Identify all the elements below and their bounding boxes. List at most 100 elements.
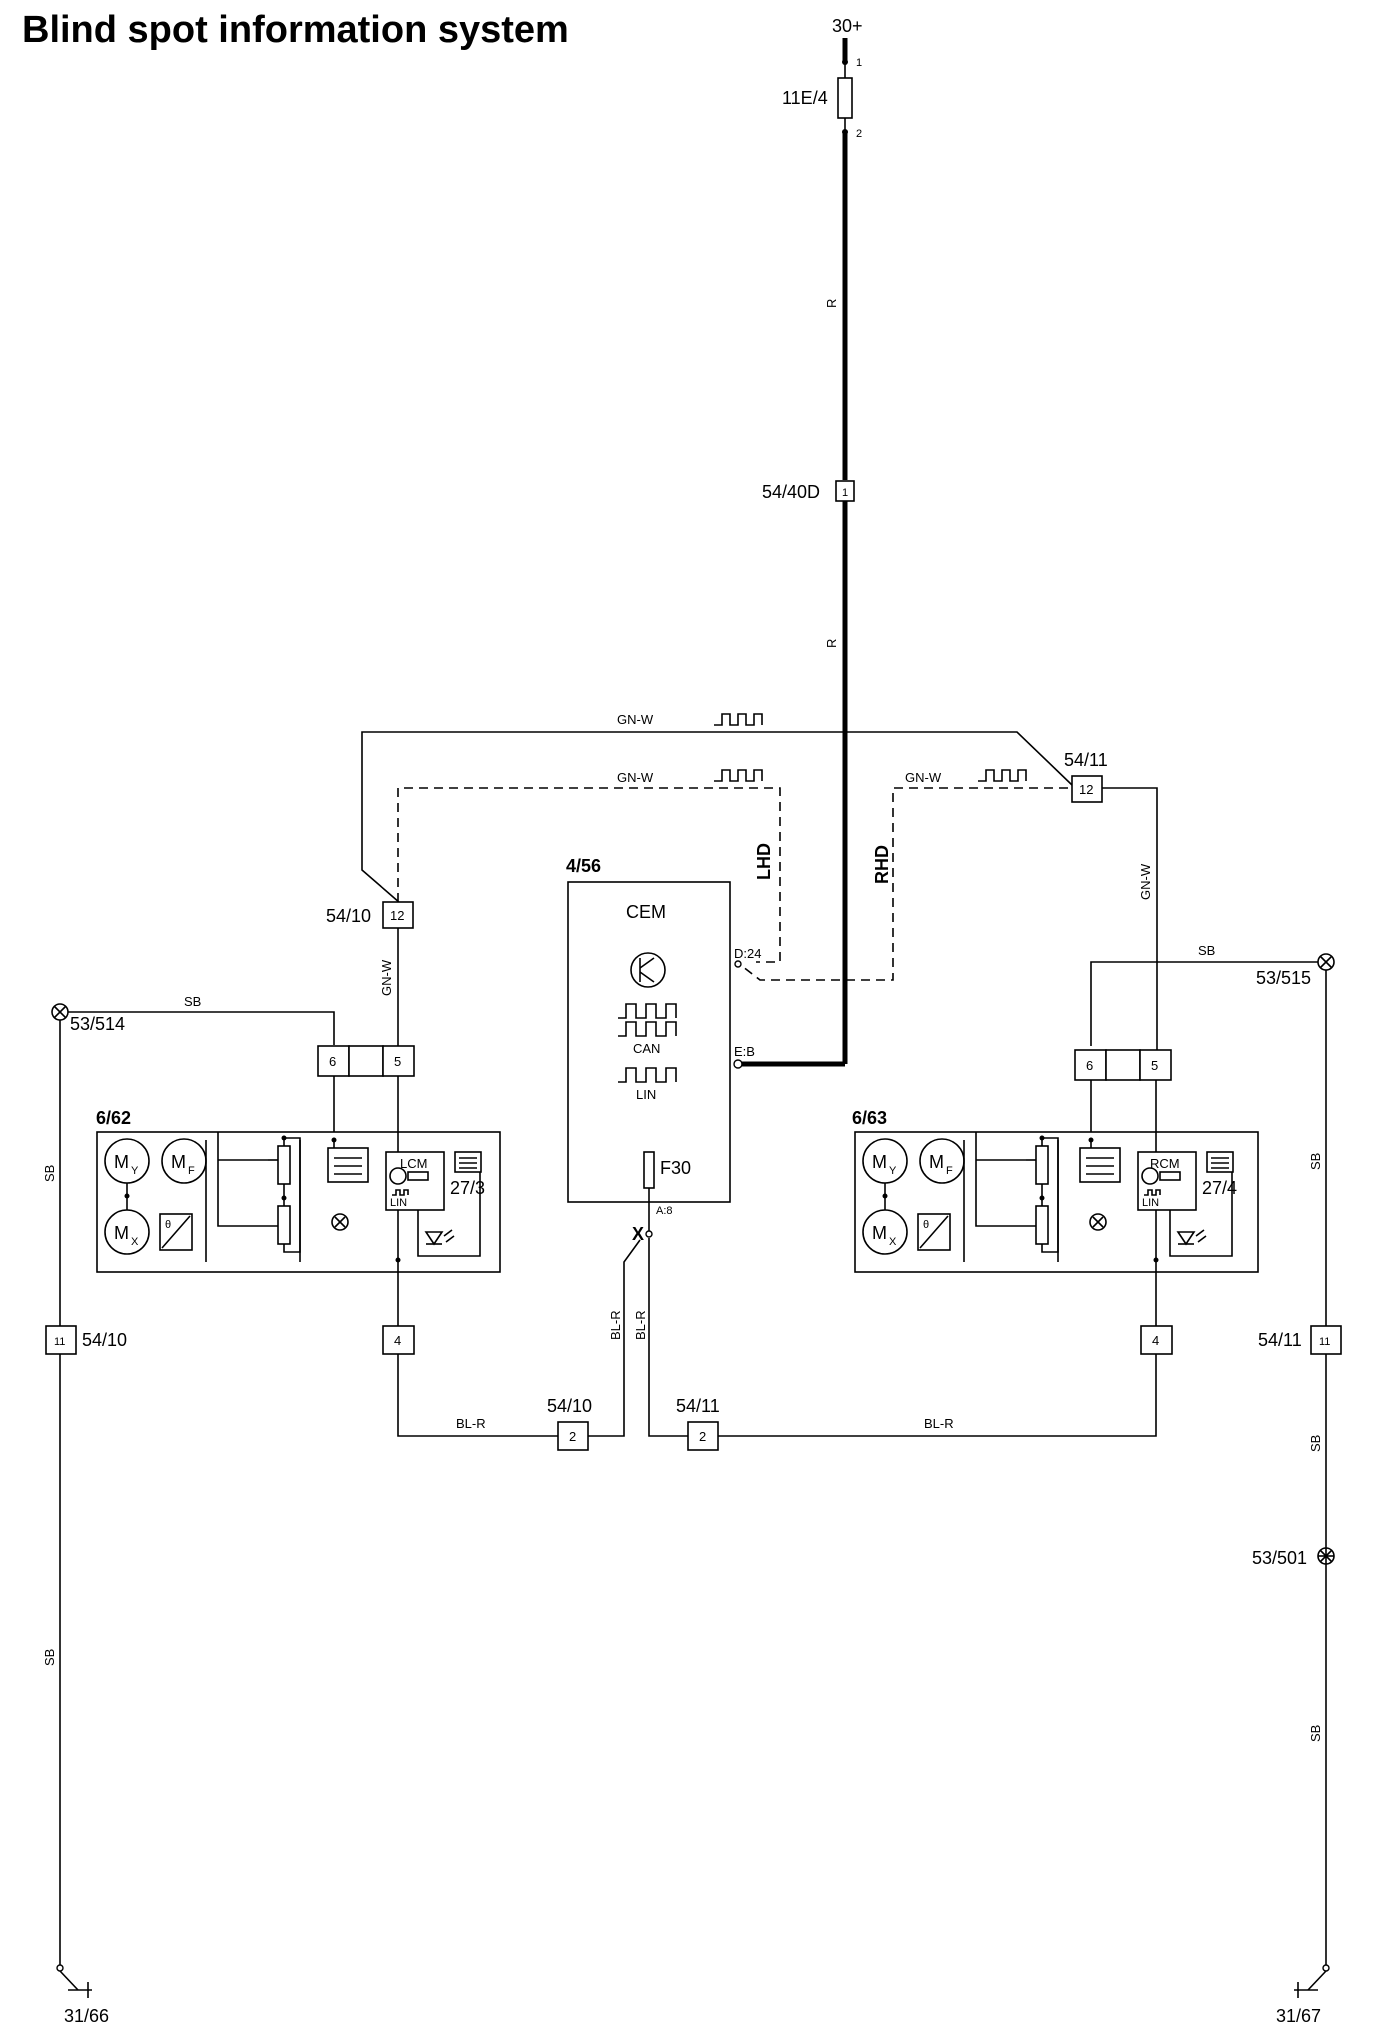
cem-name: CEM [626,902,666,922]
heater-right-icon [1079,1137,1121,1183]
ground-53-514-label: 53/514 [70,1014,125,1034]
svg-text:X: X [131,1236,139,1248]
wire-color-gnw-top: GN-W [617,712,654,727]
gnw-dashed-rhd [741,787,1068,981]
left-pot-feed [217,1132,278,1227]
sensor-27-3-icon [454,1151,482,1173]
ground-53-515-label: 53/515 [1256,968,1311,988]
rcm-lin-label: LIN [1142,1197,1159,1209]
cem-id: 4/56 [566,856,601,876]
ground-53-501-label: 53/501 [1252,1548,1307,1568]
module-6-62-id: 6/62 [96,1108,131,1128]
cem-can-label: CAN [633,1041,660,1056]
cem-pin-eb-dot [733,1059,743,1069]
connector-right-4 [1140,1325,1173,1355]
ground-31-67-label: 31/67 [1276,2006,1321,2026]
connector-54-11-12-pin: 12 [1079,782,1093,797]
ground-31-66-icon [56,1964,92,1998]
sensor-27-4-icon [1206,1151,1234,1173]
variant-rhd: RHD [872,845,892,884]
fuse-pin2-label: 2 [856,128,862,140]
connector-54-40d-pin: 1 [842,487,848,499]
connector-left-6-pin: 6 [329,1054,336,1069]
connector-right-blank [1105,1049,1141,1081]
connector-left-5 [382,1045,415,1077]
svg-text:M: M [114,1223,129,1243]
connector-54-11-2-label: 54/11 [676,1396,720,1416]
wire-color-r2: R [824,639,839,648]
fuse-f30-label: F30 [660,1158,691,1178]
left-led-loop [417,1172,481,1257]
svg-text:M: M [872,1223,887,1243]
connector-right-11 [1310,1325,1342,1355]
connector-54-11-2-pin: 2 [699,1429,706,1444]
wire-color-gnw-right: GN-W [1138,863,1153,900]
blr-wire-right [718,1353,1157,1437]
svg-text:F: F [188,1165,195,1177]
svg-text:Y: Y [131,1165,139,1177]
connector-54-11-2 [687,1421,719,1451]
cem-pin-d24-dot [734,960,742,968]
wire-color-gnw-left: GN-W [379,959,394,996]
wire-color-r1: R [824,299,839,308]
connector-right-11-label: 54/11 [1258,1330,1302,1350]
connector-left-4-pin: 4 [394,1333,401,1348]
sensor-27-3-label: 27/3 [450,1178,485,1198]
connector-left-11-label: 54/10 [82,1330,127,1350]
right-motor-node [882,1193,888,1199]
connector-left-blank [348,1045,384,1077]
module-6-63-box [854,1131,1259,1273]
page-title: Blind spot information system [22,9,569,51]
rcm-label: RCM [1150,1156,1180,1171]
can-signal-icon-1 [618,1003,677,1019]
svg-text:M: M [872,1152,887,1172]
cem-pin-a8: A:8 [656,1205,673,1217]
cem-pin-d24: D:24 [734,946,761,961]
supply-label: 30+ [832,16,863,36]
right-pot-feed [975,1132,1036,1227]
wire-color-sb-right-2: SB [1308,1435,1323,1452]
ground-53-515-icon [1317,953,1335,971]
fuse-f30 [643,1151,655,1189]
svg-text:Y: Y [889,1165,897,1177]
connector-right-5-pin: 5 [1151,1058,1158,1073]
svg-text:θ: θ [923,1219,929,1231]
led-left-icon [424,1229,455,1246]
connector-54-10-2-label: 54/10 [547,1396,592,1416]
wire-color-sb-left-1: SB [42,1165,57,1182]
cem-box [567,881,731,1203]
connector-left-11-pin: 11 [54,1336,65,1348]
blr-wire-left [397,1353,558,1437]
motor-mx-left-icon: M X [104,1209,150,1255]
svg-text:M: M [929,1152,944,1172]
right-led-loop [1169,1172,1233,1257]
lcm-control-module: LCM LIN [385,1151,445,1211]
connector-54-10-12-pin: 12 [390,908,404,923]
gnw-solid-wire [361,731,1073,904]
can-signal-icon-2 [618,1021,677,1037]
ground-53-501-icon [1317,1547,1335,1565]
wire-color-sb-right-1: SB [1308,1153,1323,1170]
svg-text:X: X [889,1236,897,1248]
ground-31-67-icon [1294,1964,1330,1998]
svg-text:F: F [946,1165,953,1177]
right-out-node [1153,1257,1159,1263]
cem-pin-a8-dot [645,1230,653,1238]
blr-right-branch [648,1238,688,1437]
can-signal-icon-rhd [978,769,1027,782]
left-motor-node [124,1193,130,1199]
connector-54-10-2-pin: 2 [569,1429,576,1444]
ground-53-514-icon [51,1003,69,1021]
lin-signal-icon [618,1067,677,1083]
connector-54-10-12-label: 54/10 [326,906,371,926]
wire-color-gnw-lhd: GN-W [617,770,654,785]
sensor-27-4-label: 27/4 [1202,1178,1237,1198]
connector-right-11-pin: 11 [1319,1336,1330,1348]
connector-left-4 [382,1325,415,1355]
connector-right-4-pin: 4 [1152,1333,1159,1348]
connector-54-11-12 [1071,775,1103,803]
module-6-63-id: 6/63 [852,1108,887,1128]
connector-left-6 [317,1045,350,1077]
heater-left-icon [327,1137,369,1183]
connector-left-11 [45,1325,77,1355]
